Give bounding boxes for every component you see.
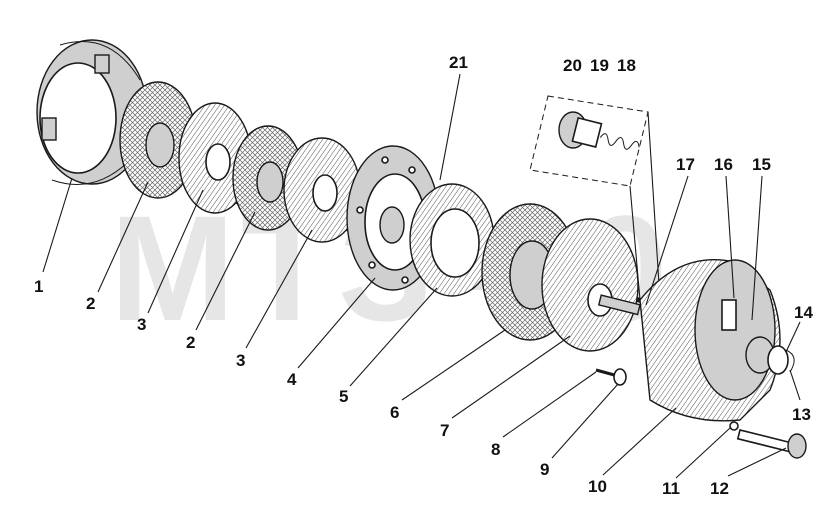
callout-2-first: 2 — [86, 294, 95, 313]
callout-11: 11 — [662, 479, 680, 498]
part-12-long-bolt — [729, 421, 807, 459]
callout-14: 14 — [794, 303, 813, 322]
callout-2-second: 2 — [186, 333, 195, 352]
callout-16: 16 — [714, 155, 733, 174]
part-7-bevel-gear — [541, 218, 641, 352]
callout-3-second: 3 — [236, 351, 245, 370]
part-5-gear — [409, 183, 495, 297]
callout-1: 1 — [34, 277, 43, 296]
inset-valve-assembly — [529, 95, 661, 301]
callout-6: 6 — [390, 403, 399, 422]
callout-20: 20 — [563, 56, 582, 75]
part-1-housing — [36, 39, 148, 185]
callout-7: 7 — [440, 421, 449, 440]
part-3-pressure-plate-b — [283, 137, 361, 243]
leader-lines — [42, 73, 801, 479]
part-2-friction-disc-a — [119, 81, 197, 199]
callout-21: 21 — [449, 53, 468, 72]
callout-12: 12 — [710, 479, 729, 498]
callout-10: 10 — [588, 477, 607, 496]
callout-17: 17 — [676, 155, 695, 174]
callout-4: 4 — [287, 370, 297, 389]
part-9-bolt — [595, 368, 627, 386]
callout-18: 18 — [617, 56, 636, 75]
callout-19: 19 — [590, 56, 609, 75]
callout-15: 15 — [752, 155, 771, 174]
callout-3-first: 3 — [137, 315, 146, 334]
callout-9: 9 — [540, 460, 549, 479]
callout-8: 8 — [491, 440, 500, 459]
callout-5: 5 — [339, 387, 348, 406]
callout-13: 13 — [792, 405, 811, 424]
part-10-rear-housing — [639, 258, 795, 422]
